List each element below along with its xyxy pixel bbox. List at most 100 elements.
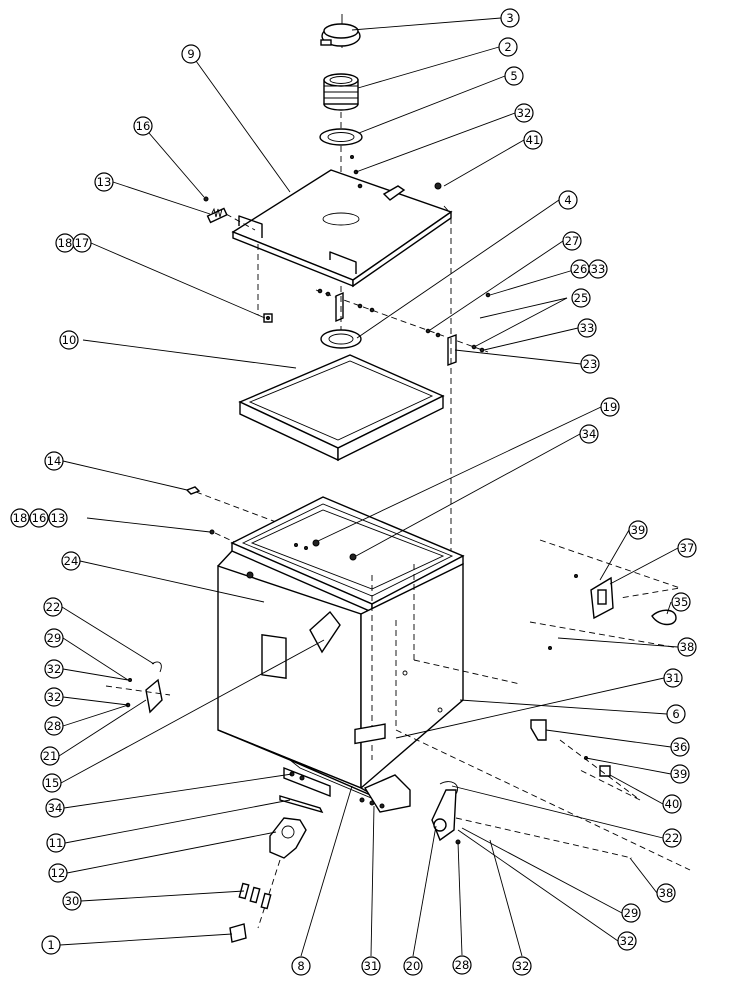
callout-18: 18 <box>55 233 75 253</box>
svg-text:31: 31 <box>364 959 379 973</box>
part-lid <box>231 155 453 288</box>
svg-text:32: 32 <box>515 959 530 973</box>
callout-balloons: 3 2 9 5 32 16 41 13 4 18 17 27 26 33 25 … <box>10 8 697 976</box>
part-tray <box>238 354 445 462</box>
callout-8: 8 <box>291 956 311 976</box>
callout-26: 26 <box>570 259 590 279</box>
svg-text:28: 28 <box>47 719 62 733</box>
callout-17: 17 <box>72 233 92 253</box>
svg-text:20: 20 <box>406 959 421 973</box>
svg-text:34: 34 <box>48 801 63 815</box>
callout-40: 40 <box>662 794 682 814</box>
svg-text:12: 12 <box>51 866 66 880</box>
svg-text:32: 32 <box>47 690 62 704</box>
svg-text:34: 34 <box>582 427 597 441</box>
svg-text:23: 23 <box>583 357 598 371</box>
part-cap <box>320 14 361 48</box>
callout-27: 27 <box>562 231 582 251</box>
svg-text:14: 14 <box>47 454 62 468</box>
svg-text:25: 25 <box>574 291 589 305</box>
callout-9: 9 <box>181 44 201 64</box>
callout-32: 32 <box>44 659 64 679</box>
svg-text:4: 4 <box>564 193 571 207</box>
svg-text:21: 21 <box>43 749 58 763</box>
callout-22: 22 <box>662 828 682 848</box>
callout-31: 31 <box>663 668 683 688</box>
parts-artwork <box>105 14 691 943</box>
callout-23: 23 <box>580 354 600 374</box>
callout-1: 1 <box>41 935 61 955</box>
svg-text:35: 35 <box>674 595 689 609</box>
svg-text:36: 36 <box>673 740 688 754</box>
svg-text:26: 26 <box>573 262 588 276</box>
svg-text:37: 37 <box>680 541 695 555</box>
callout-41: 41 <box>523 130 543 150</box>
svg-text:11: 11 <box>49 836 64 850</box>
svg-text:5: 5 <box>510 69 517 83</box>
svg-text:33: 33 <box>580 321 595 335</box>
svg-text:18: 18 <box>13 511 28 525</box>
callout-32: 32 <box>617 931 637 951</box>
svg-text:6: 6 <box>672 707 679 721</box>
svg-text:39: 39 <box>673 767 688 781</box>
part-left-bracket <box>105 661 171 714</box>
callout-16: 16 <box>29 508 49 528</box>
svg-text:2: 2 <box>504 40 511 54</box>
callout-28: 28 <box>44 716 64 736</box>
callout-5: 5 <box>504 66 524 86</box>
callout-37: 37 <box>677 538 697 558</box>
part-gasket-lower <box>320 286 362 349</box>
svg-text:24: 24 <box>64 554 79 568</box>
callout-25: 25 <box>571 288 591 308</box>
callout-11: 11 <box>46 833 66 853</box>
callout-6: 6 <box>666 704 686 724</box>
part-hinge-assembly <box>315 205 491 560</box>
callout-33: 33 <box>588 259 608 279</box>
svg-text:29: 29 <box>624 906 639 920</box>
svg-text:19: 19 <box>603 400 618 414</box>
part-threaded-spout <box>323 73 359 111</box>
callout-10: 10 <box>59 330 79 350</box>
svg-text:27: 27 <box>565 234 580 248</box>
svg-text:28: 28 <box>455 958 470 972</box>
callout-39: 39 <box>670 764 690 784</box>
part-right-bracket <box>431 781 633 859</box>
svg-text:22: 22 <box>46 600 61 614</box>
callout-3: 3 <box>500 8 520 28</box>
callout-16: 16 <box>133 116 153 136</box>
callout-13: 13 <box>48 508 68 528</box>
callout-21: 21 <box>40 746 60 766</box>
callout-29: 29 <box>621 903 641 923</box>
callout-38: 38 <box>656 883 676 903</box>
svg-text:40: 40 <box>665 797 680 811</box>
callout-22: 22 <box>43 597 63 617</box>
callout-34: 34 <box>45 798 65 818</box>
svg-text:10: 10 <box>62 333 77 347</box>
svg-text:16: 16 <box>136 119 151 133</box>
svg-text:38: 38 <box>680 640 695 654</box>
callout-33: 33 <box>577 318 597 338</box>
svg-text:29: 29 <box>47 631 62 645</box>
callout-39: 39 <box>628 520 648 540</box>
part-agitator <box>229 795 324 943</box>
callout-38: 38 <box>677 637 697 657</box>
callout-31: 31 <box>361 956 381 976</box>
svg-text:1: 1 <box>47 938 54 952</box>
callout-28: 28 <box>452 955 472 975</box>
svg-text:41: 41 <box>526 133 541 147</box>
svg-text:15: 15 <box>45 776 60 790</box>
svg-text:32: 32 <box>517 106 532 120</box>
svg-text:13: 13 <box>97 175 112 189</box>
svg-text:32: 32 <box>47 662 62 676</box>
callout-13: 13 <box>94 172 114 192</box>
callout-14: 14 <box>44 451 64 471</box>
callout-15: 15 <box>42 773 62 793</box>
svg-text:17: 17 <box>75 236 90 250</box>
callout-32: 32 <box>44 687 64 707</box>
svg-text:18: 18 <box>58 236 73 250</box>
svg-text:3: 3 <box>506 11 513 25</box>
svg-text:39: 39 <box>631 523 646 537</box>
callout-29: 29 <box>44 628 64 648</box>
callout-20: 20 <box>403 956 423 976</box>
